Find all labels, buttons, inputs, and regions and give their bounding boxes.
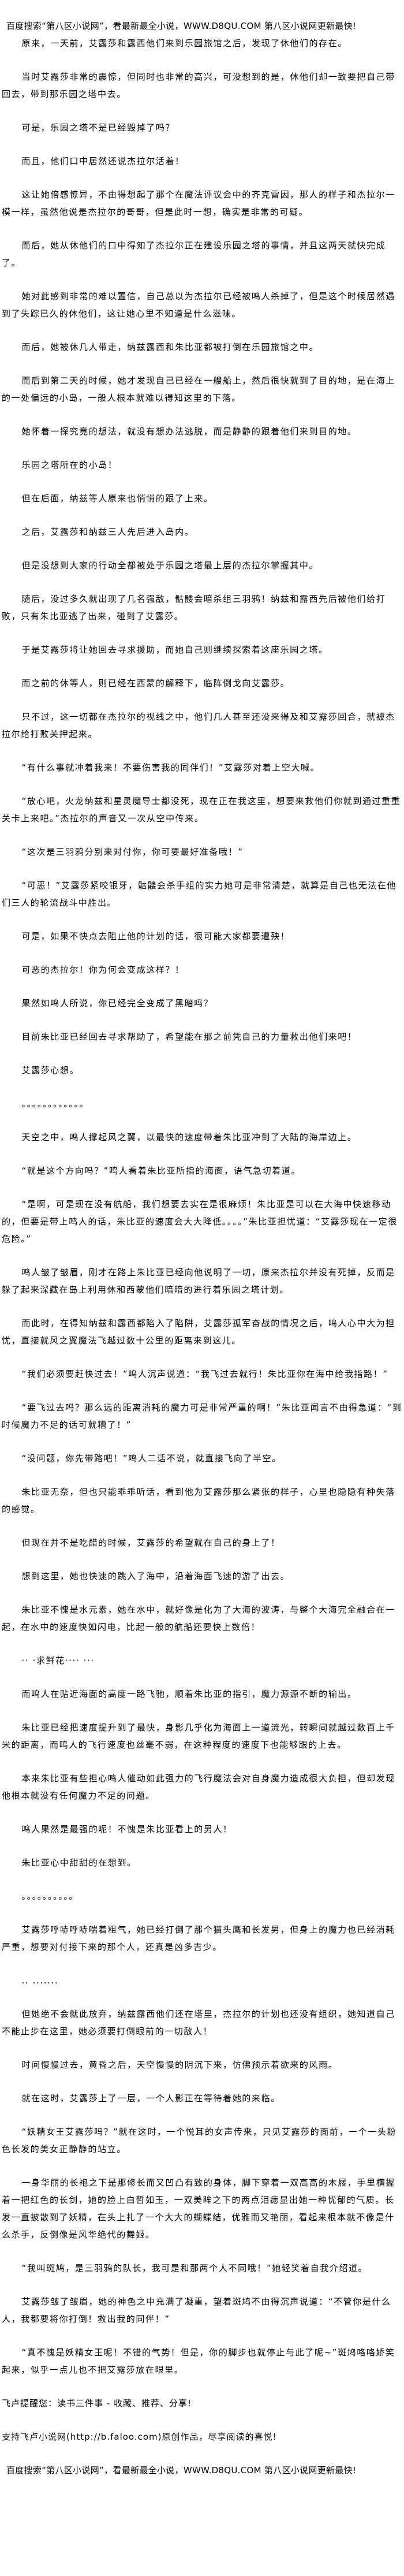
story-paragraph: 艾露莎皱了皱眉，她的神色之中充满了凝重，望着斑鸠不由得沉声说道：“不管你是什么人… [2,2296,391,2324]
story-paragraph: “真不愧是妖精女王呢！不错的气势！但是，你的脚步也就停止与此了呢~”斑鸠咯咯娇笑… [2,2347,395,2375]
story-paragraph: “要飞过去吗？那么远的距离消耗的魔力可是非常严重的啊！”朱比亚闻言不由得急道：“… [2,1402,402,1430]
story-paragraph: 想到这里，她也快速的跳入了海中，沿着海面飞速的游了出去。 [21,1571,290,1581]
story-paragraph: “没问题，你先带路吧！”鸣人二话不说，就直接飞向了半空。 [21,1453,282,1464]
story-paragraph: “这次是三羽鸦分别来对付你，你可要最好准备哦！” [21,847,244,857]
story-paragraph: 艾露莎呼哧呼哧喘着粗气，她已经打倒了那个猫头鹰和长发男，但身上的魔力也已经消耗严… [2,1924,395,1952]
site-banner-top: 百度搜索“第八区小说网”，看最新最全小说，WWW.D8QU.COM 第八区小说网… [6,21,357,31]
story-paragraph: 随后，没过多久就出现了几名强敌，骷髅会暗杀组三羽鸦！纳兹和露西先后被他们给打败，… [2,594,386,621]
story-paragraph: “是啊，可是现在没有航船，我们想要去实在是很麻烦！朱比亚是可以在大海中快速移动的… [2,1199,398,1244]
story-paragraph: 而之前的休等人，则已经在西蒙的解释下，临阵倒戈向艾露莎。 [21,678,290,688]
chapter-page: 百度搜索“第八区小说网”，看最新最全小说，WWW.D8QU.COM 第八区小说网… [2,21,402,2476]
support-notice: 支持飞卢小说网(http://b.faloo.com)原创作品，尽享阅读的喜悦! [2,2432,277,2442]
story-paragraph: 可恶的杰拉尔！你为何会变成这样？！ [21,965,185,975]
story-paragraph: 而后，她被休几人带走，纳兹露西和朱比亚都被打倒在乐园旅馆之中。 [21,342,319,352]
story-paragraph: “我叫斑鸠，是三羽鸦的队长，我可是和那两个人不同哦！”她轻笑着自我介绍道。 [21,2263,368,2273]
story-paragraph: 但在后面，纳兹等人原来也悄悄的跟了上来。 [21,493,214,504]
story-paragraph: 。。。。。。。。。。。。 [21,1099,89,1109]
story-paragraph: 但现在并不是吃醋的时候，艾露莎的希望就在自己的身上了！ [21,1538,280,1548]
story-paragraph: 原来，一天前，艾露莎和露西他们来到乐园旅馆之后，发现了休他们的存在。 [21,38,347,49]
story-paragraph: 而此时，在得知纳兹和露西都陷入了陷阱，艾露莎孤军奋战的情况之后，鸣人心中大为担忧… [2,1318,395,1346]
story-paragraph: 但是没想到大家的行动全都被处于乐园之塔最上层的杰拉尔掌握其中。 [21,560,319,571]
story-paragraph: “就是这个方向吗？”鸣人看着朱比亚所指的海面，语气急切着道。 [21,1166,301,1176]
story-paragraph: 乐园之塔所在的小岛！ [21,460,118,470]
story-paragraph: 于是艾露莎将让她回去寻求援助，而她自己则继续探索着这座乐园之塔。 [21,645,328,655]
story-paragraph: 而后，她从休他们的口中得知了杰拉尔正在建设乐园之塔的事情，并且这两天就快完成了。 [2,240,386,268]
story-paragraph: 而鸣人在贴近海面的高度一路飞驰，顺着朱比亚的指引，魔力源源不断的输出。 [21,1689,357,1699]
story-paragraph: 。。。。。。。。。。 [21,1891,79,1901]
story-paragraph: 鸣人皱了皱眉，刚才在路上朱比亚已经向他说明了一切，原来杰拉尔并没有死掉，反而是躲… [2,1267,395,1295]
story-paragraph: 她怀着一探究竟的想法，就没有想办法逃脱，而是静静的跟着他们来到目的地。 [21,426,357,437]
story-paragraph: 可是，乐园之塔不是已经毁掉了吗？ [21,122,175,133]
story-paragraph: 朱比亚已经把速度提升到了最快，身影几乎化为海面上一道流光，转瞬间就越过数百上千米… [2,1722,395,1750]
story-paragraph: 朱比亚不愧是水元素，她在水中，就好像是化为了大海的波涛，与整个大海完全融合在一起… [2,1605,395,1632]
story-paragraph: “放心吧，火龙纳兹和星灵魔导士都没死，现在正在我这里，想要来救他们你就到通过重重… [2,796,401,824]
site-banner-bottom: 百度搜索“第八区小说网”，看最新最全小说，WWW.D8QU.COM 第八区小说网… [6,2465,357,2476]
story-paragraph: 时间慢慢过去，黄昏之后，天空慢慢的阴沉下来，仿佛预示着欲来的风雨。 [21,2060,338,2070]
story-paragraph: 艾露莎心想。 [21,1065,80,1075]
story-paragraph: .. ....... [21,1975,59,1986]
story-paragraph: 本来朱比亚有些担心鸣人催动如此强力的飞行魔法会对自身魔力造成很大负担，但却发现他… [2,1773,395,1801]
story-paragraph: 目前朱比亚已经回去寻求帮助了，希望能在那之前凭自己的力量救出他们来吧！ [21,1032,357,1042]
story-paragraph: 鸣人果然是最强的呢！不愧是朱比亚看上的男人！ [21,1824,233,1834]
story-paragraph: 就在这时，艾露莎上了一层，一个人影正在等待着她的来临。 [21,2093,280,2104]
story-paragraph: 但她绝不会就此放弃，纳兹露西他们还在塔里，杰拉尔的计划也还没有组织，她知道自己不… [2,2009,395,2037]
story-paragraph: 果然如鸣人所说，你已经完全变成了黑暗吗？ [21,998,214,1008]
story-paragraph: 一身华丽的长袍之下是那修长而又凹凸有致的身体，脚下穿着一双高高的木屐，手里横握着… [2,2177,395,2240]
story-paragraph: “我们必须要赶快过去！”鸣人沉声说道：“我飞过去就行！朱比亚你在海中给我指路！” [21,1369,388,1379]
story-paragraph: 天空之中，鸣人撑起风之翼，以最快的速度带着朱比亚冲到了大陆的海岸边上。 [21,1132,357,1142]
story-paragraph: 朱比亚无奈，但也只能乖乖听话，看到他为艾露莎那么紧张的样子，心里也隐隐有种失落的… [2,1487,395,1514]
story-paragraph: 而后到第二天的时候，她才发现自己已经在一艘船上，然后很快就到了目的地，是在海上的… [2,375,395,403]
story-paragraph: 可是，如果不快点去阻止他的计划的话，很可能大家都要遭殃！ [21,931,290,941]
story-paragraph: 这让她倍感惊异，不由得想起了那个在魔法评议会中的齐克雷因，那人的样子和杰拉尔一模… [2,189,395,217]
story-paragraph: 而且，他们口中居然还说杰拉尔活着！ [21,156,185,166]
chapter-body: 原来，一天前，艾露莎和露西他们来到乐园旅馆之后，发现了休他们的存在。当时艾露莎非… [2,35,402,2378]
story-paragraph: 之后，艾露莎和纳兹三人先后进入岛内。 [21,527,194,537]
story-paragraph: “妖精女王艾露莎吗？”就在这时，一个悦耳的女声传来，只见艾露莎的面前，一个一头粉… [2,2127,397,2154]
story-paragraph: 当时艾露莎非常的震惊，但同时也非常的高兴，可没想到的是，休他们却一致要把自己带回… [2,72,395,99]
story-paragraph: “有什么事就冲着我来！不要伤害我的同伴们！”艾露莎对着上空大喊。 [21,762,320,773]
reading-reminder: 飞卢提醒您：读书三件事 - 收藏、推荐、分享! [2,2398,192,2409]
story-paragraph: 朱比亚心中甜甜的在想到。 [21,1857,137,1868]
story-paragraph: “可恶！”艾露莎紧咬银牙，骷髅会杀手组的实力她可是非常清楚，就算是自己也无法在他… [2,880,397,908]
chapter-notes: 飞卢提醒您：读书三件事 - 收藏、推荐、分享! 支持飞卢小说网(http://b.… [2,2395,402,2445]
story-paragraph: 只不过，这一切都在杰拉尔的视线之中，他们几人甚至还没来得及和艾露莎回合，就被杰拉… [2,712,395,739]
story-paragraph: ·· ·求鲜花···· ··· [21,1655,95,1666]
story-paragraph: 她对此感到非常的难以置信，自己总以为杰拉尔已经被鸣人杀掉了，但是这个时候居然遇到… [2,291,395,319]
